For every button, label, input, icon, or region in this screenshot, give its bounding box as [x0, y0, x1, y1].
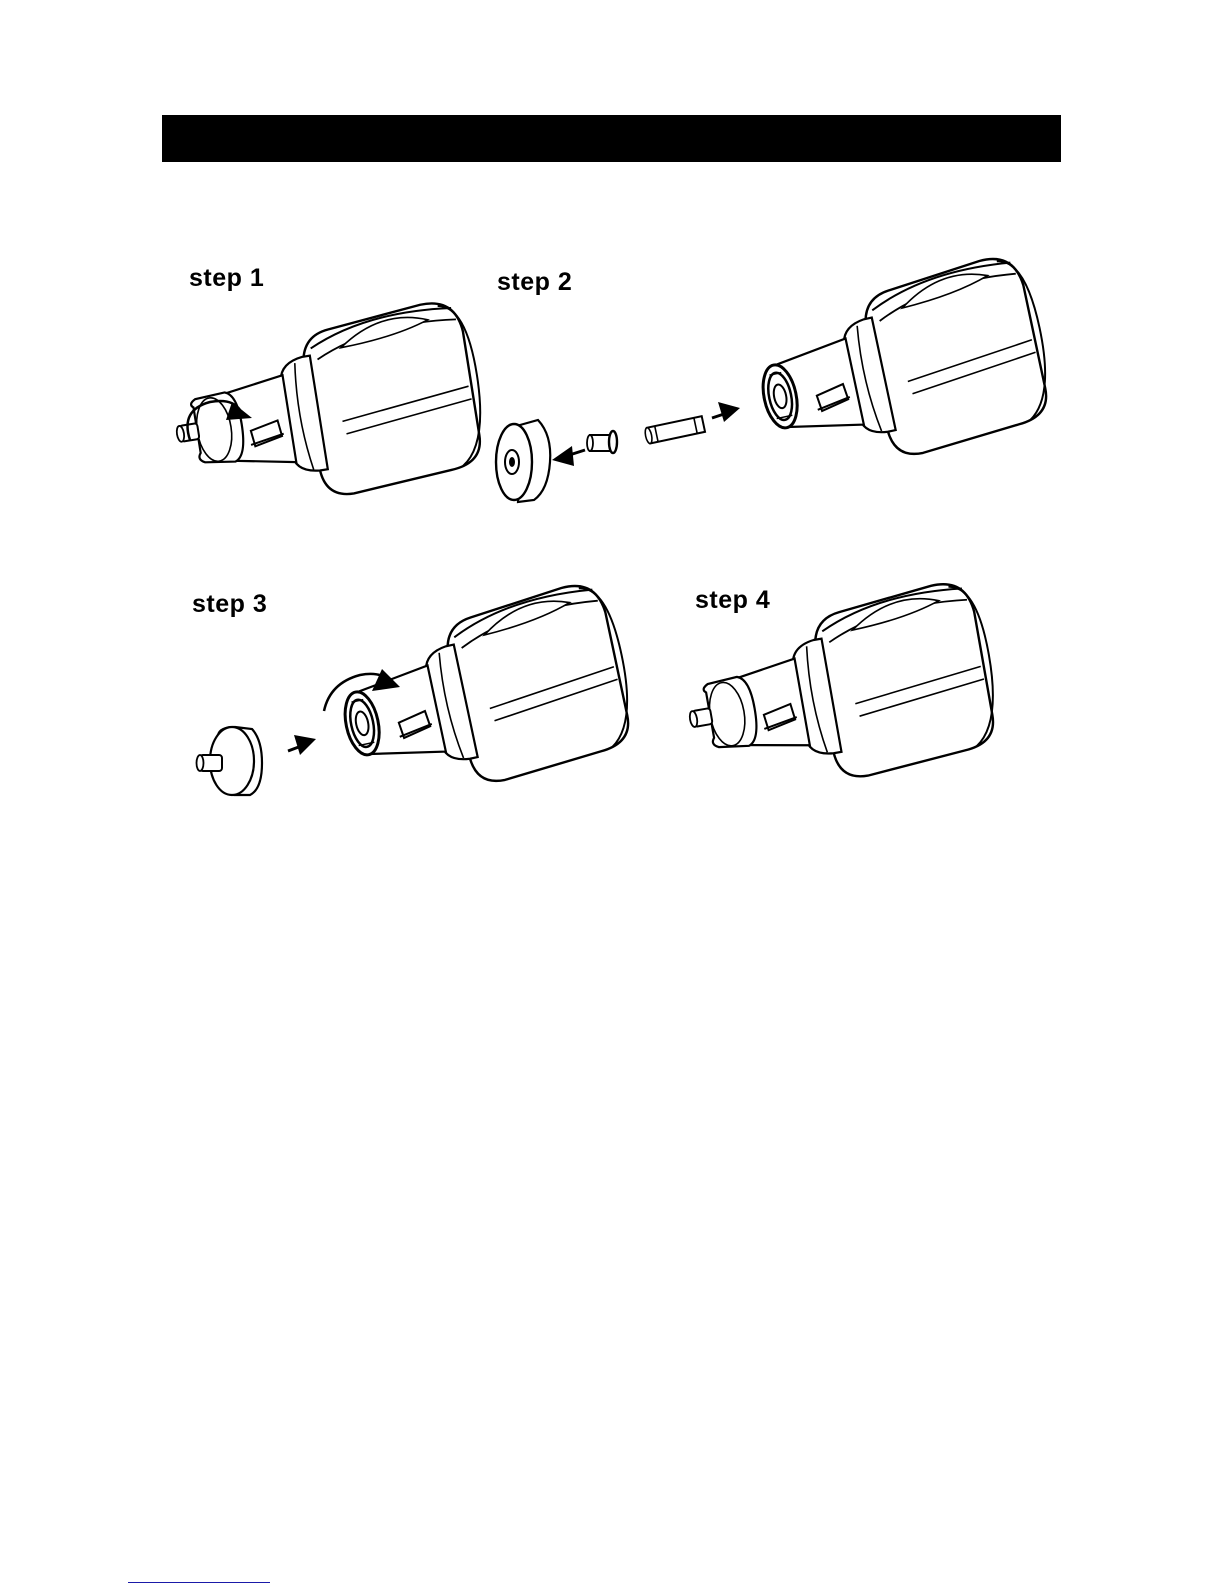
step-4-illustration — [685, 595, 995, 765]
contact-pin — [587, 431, 617, 453]
removed-cap — [496, 420, 550, 502]
step-3-label: step 3 — [192, 592, 267, 617]
step-1-illustration — [170, 320, 480, 520]
fuse — [644, 416, 705, 444]
direction-arrow-icon — [552, 446, 585, 466]
step-2-illustration — [490, 290, 1020, 520]
direction-arrow-icon — [288, 735, 316, 755]
footer-rule — [128, 1582, 270, 1583]
direction-arrow-icon — [712, 402, 740, 422]
step-3-illustration — [190, 615, 600, 805]
step-1-label: step 1 — [189, 266, 264, 291]
cap — [197, 727, 263, 795]
section-header-bar — [162, 115, 1061, 162]
